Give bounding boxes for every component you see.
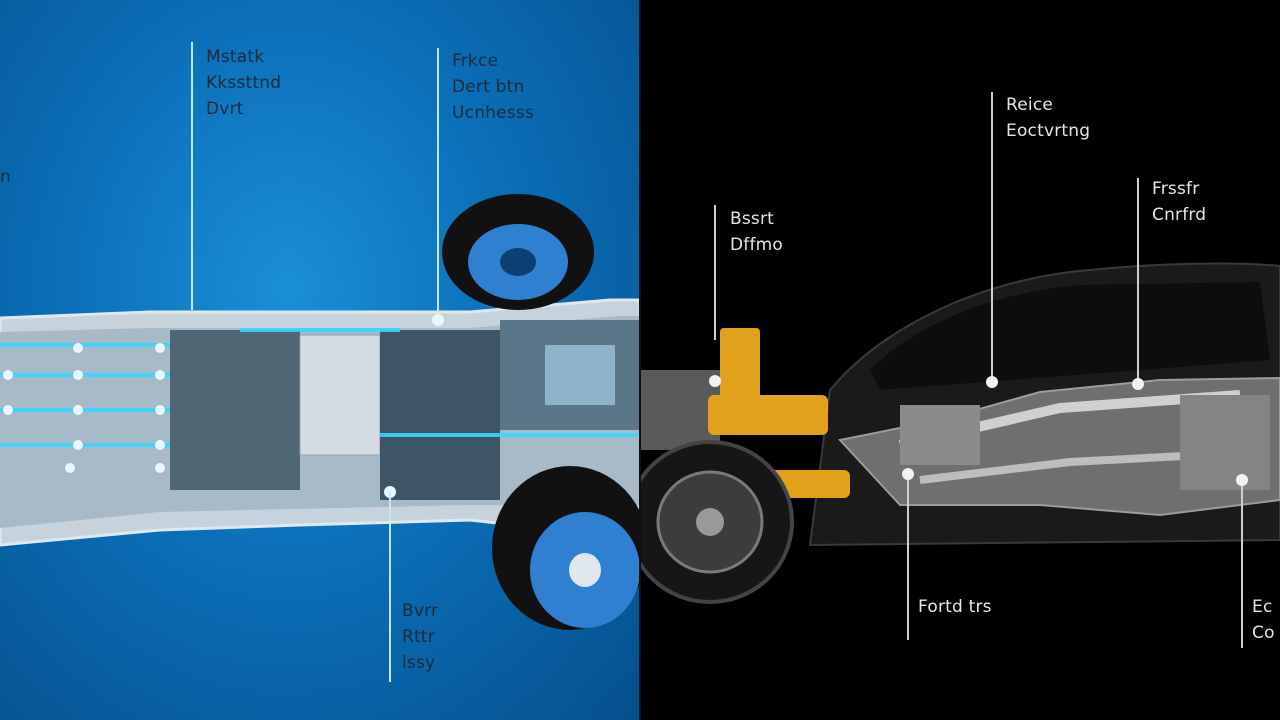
ice-front-wheel (640, 440, 794, 604)
ev-rear-wheel (442, 194, 594, 310)
label-r-bottom-b: Ec Co (1252, 594, 1275, 646)
label-r-bottom-a: Fortd trs (918, 594, 992, 620)
ev-front-wheel (492, 466, 640, 630)
ice-vehicle-illustration (640, 92, 1280, 648)
label-bottom: Bvrr Rttr lssy (402, 598, 438, 676)
label-top-b: Frkce Dert btn Ucnhesss (452, 48, 534, 126)
left-leader-lines (191, 42, 439, 682)
label-bottom-line-1: Bvrr (402, 601, 439, 621)
panel-divider (639, 0, 641, 720)
label-r-mid-line-2: Dffmo (730, 235, 784, 255)
ev-chassis-illustration (0, 42, 640, 682)
label-bottom-line-3: lssy (402, 653, 436, 673)
label-r-bottom-b-line-2: Co (1252, 623, 1275, 643)
label-r-mid: Bssrt Dffmo (730, 206, 783, 258)
label-top-b-line-3: Ucnhesss (452, 103, 534, 123)
label-r-mid-line-1: Bssrt (730, 209, 775, 229)
label-r-bottom-b-line-1: Ec (1252, 597, 1273, 617)
label-r-top-a-line-2: Eoctvrtng (1006, 121, 1091, 141)
label-r-top-b-line-2: Cnrfrd (1152, 205, 1207, 225)
ice-vehicle-panel: Reice Eoctvrtng Frssfr Cnrfrd Bssrt Dffm… (640, 0, 1280, 720)
label-bottom-line-2: Rttr (402, 627, 435, 647)
label-top-b-line-1: Frkce (452, 51, 499, 71)
label-r-top-b: Frssfr Cnrfrd (1152, 176, 1206, 228)
engine-block (640, 370, 720, 450)
label-top-a-line-1: Mstatk (206, 47, 265, 67)
label-top-b-line-2: Dert btn (452, 77, 525, 97)
right-nodes (709, 375, 1248, 486)
label-top-a: Mstatk Kkssttnd Dvrt (206, 44, 281, 122)
label-r-top-a: Reice Eoctvrtng (1006, 92, 1090, 144)
car-window (870, 282, 1270, 390)
label-top-a-line-2: Kkssttnd (206, 73, 282, 93)
battery-pack (170, 320, 640, 500)
label-edge: n (0, 164, 11, 190)
label-r-top-a-line-1: Reice (1006, 95, 1054, 115)
ev-chassis-panel: n Mstatk Kkssttnd Dvrt Frkce Dert btn Uc… (0, 0, 640, 720)
drivetrain (838, 376, 1280, 517)
label-edge-line-1: n (0, 167, 11, 187)
label-r-top-b-line-1: Frssfr (1152, 179, 1200, 199)
label-top-a-line-3: Dvrt (206, 99, 244, 119)
right-leader-lines (714, 92, 1243, 648)
energy-lines (0, 328, 640, 447)
connection-nodes (3, 314, 444, 498)
label-r-bottom-a-line-1: Fortd trs (918, 597, 992, 617)
